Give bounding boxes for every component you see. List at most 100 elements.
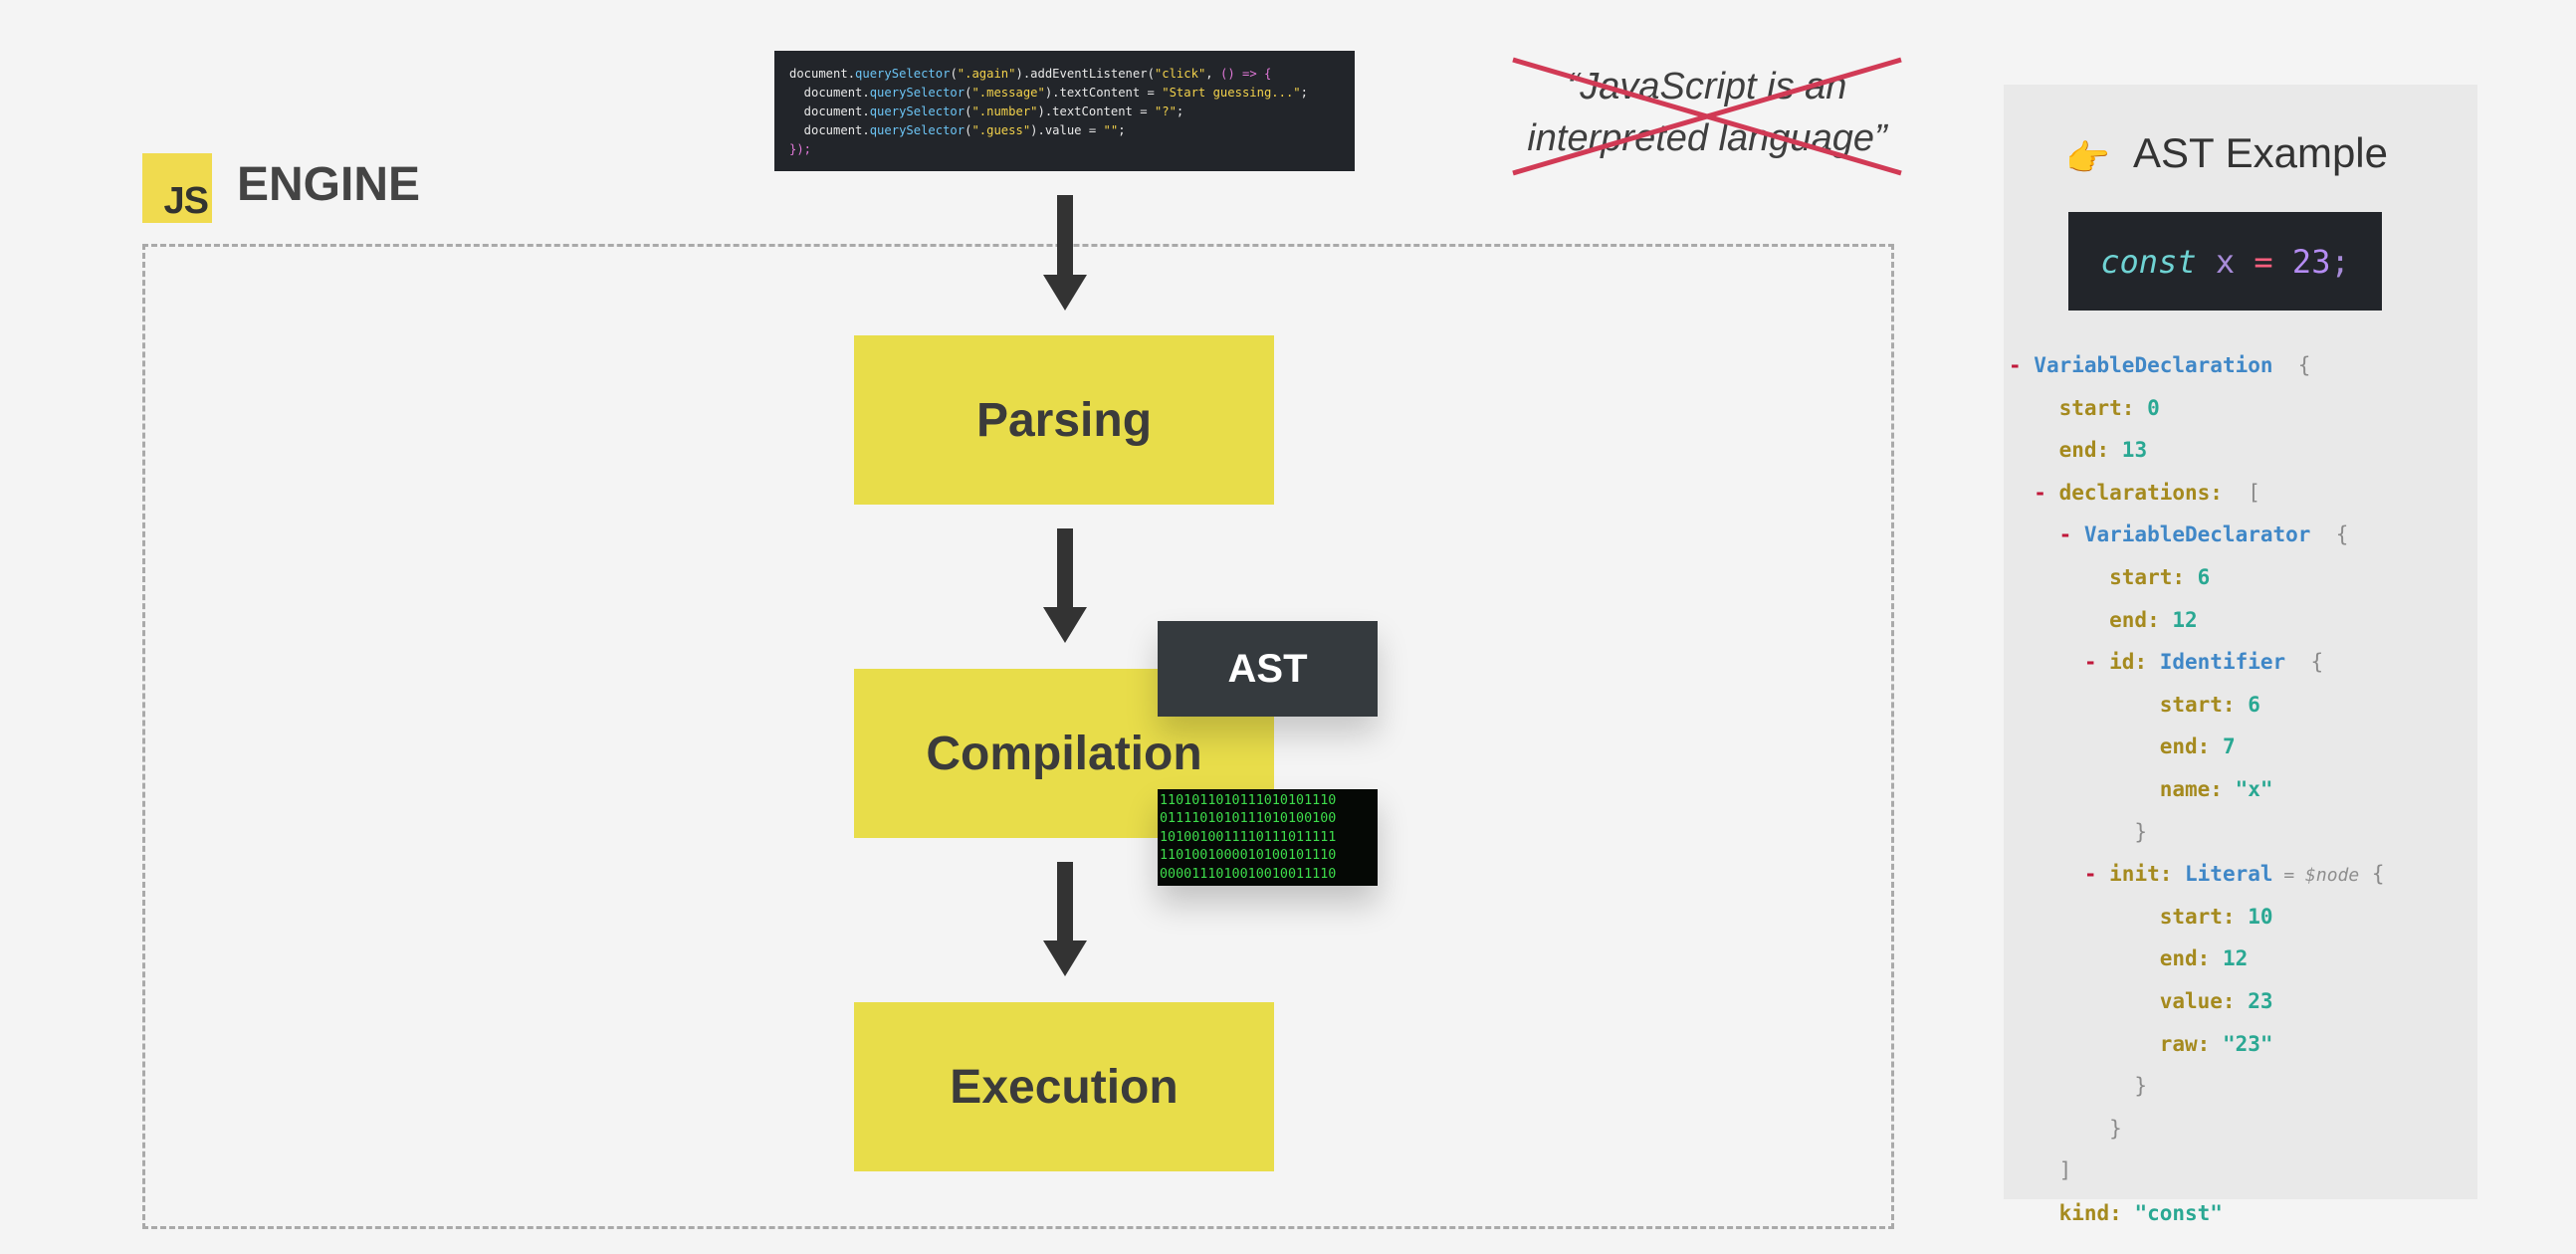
binary-line: 0000111010010010011110 [1160, 866, 1337, 882]
code-token: ( [965, 104, 972, 118]
code-token: "click" [1154, 67, 1206, 81]
ast-token: start: [2009, 395, 2148, 420]
ast-tree-line: } [2009, 820, 2147, 844]
engine-boundary [142, 244, 1894, 1229]
code-token: document [789, 67, 848, 81]
ast-tree-line: } [2009, 1074, 2147, 1098]
ast-token: end: [2009, 946, 2223, 971]
code-token: "?" [1154, 104, 1177, 118]
ast-token: start: [2009, 565, 2198, 589]
code-token: querySelector [869, 104, 966, 118]
ast-token: VariableDeclarator [2083, 522, 2311, 547]
ast-badge: AST [1158, 621, 1378, 717]
ast-token: - [2009, 862, 2110, 887]
ast-token: id: [2109, 650, 2160, 675]
ast-token: name: [2009, 777, 2236, 801]
quote-line-1: “JavaScript is an [1567, 66, 1847, 107]
code-line: document.querySelector(".again").addEven… [789, 65, 1355, 84]
code-token: addEventListener [1030, 67, 1148, 81]
code-identifier: x [2215, 242, 2236, 281]
ast-token: declarations: [2058, 480, 2236, 505]
code-token: ( [950, 67, 958, 81]
ast-token: 6 [2197, 565, 2211, 589]
js-logo-text: JS [163, 180, 209, 222]
ast-token: start: [2009, 692, 2249, 717]
ast-token: start: [2009, 904, 2249, 929]
code-token: ".number" [971, 104, 1038, 118]
code-token: ( [1147, 67, 1155, 81]
ast-token: - [2009, 480, 2059, 505]
ast-token: 12 [2222, 946, 2249, 971]
code-operator: = [2254, 242, 2273, 281]
ast-token: "23" [2222, 1031, 2273, 1056]
ast-token: kind: [2009, 1201, 2135, 1225]
code-token: querySelector [869, 86, 966, 100]
ast-tree-line: end: 13 [2009, 438, 2148, 463]
ast-token: raw: [2009, 1031, 2223, 1056]
arrow-to-parsing [1043, 195, 1087, 311]
execution-stage: Execution [854, 1002, 1274, 1171]
ast-tree-line: - id: Identifier { [2009, 650, 2323, 674]
code-token: ).textContent = [1037, 104, 1155, 118]
ast-tree-line: end: 12 [2009, 946, 2249, 971]
engine-title: ENGINE [237, 158, 421, 211]
ast-token: { [2359, 862, 2385, 887]
ast-tree-line: - declarations: [ [2009, 481, 2260, 505]
code-token: querySelector [869, 123, 966, 137]
ast-tree-line: - VariableDeclarator { [2009, 522, 2349, 547]
code-token: ".again" [957, 67, 1016, 81]
ast-token: end: [2009, 607, 2173, 632]
ast-token: Identifier [2159, 650, 2286, 675]
code-line: }); [789, 140, 1355, 159]
ast-tree-line: start: 0 [2009, 396, 2160, 420]
ast-token: = $node [2272, 865, 2360, 887]
ast-token: 12 [2172, 607, 2198, 632]
binary-line: 0111101010111010100100 [1160, 811, 1337, 827]
strike-through-x [1512, 57, 1902, 176]
ast-tree-line: ] [2009, 1158, 2072, 1182]
binary-line: 1101001000010100101110 [1160, 848, 1337, 864]
ast-token: 6 [2248, 692, 2260, 717]
arrow-to-execution [1043, 862, 1087, 976]
ast-tree-line: value: 23 [2009, 989, 2273, 1013]
code-keyword: const [2100, 242, 2197, 281]
code-token: ; [1176, 104, 1184, 118]
binary-line: 1010010011110111011111 [1160, 829, 1337, 845]
ast-token: { [2272, 353, 2311, 377]
ast-token: - [2009, 650, 2110, 675]
code-semicolon: ; [2330, 242, 2350, 281]
js-logo: JS [142, 153, 212, 223]
ast-token: end: [2009, 438, 2122, 463]
ast-tree-line: end: 7 [2009, 734, 2236, 758]
ast-tree-line: - VariableDeclaration { [2009, 353, 2310, 377]
code-token: ).value = [1030, 123, 1104, 137]
ast-token: 0 [2147, 395, 2160, 420]
code-line: document.querySelector(".number").textCo… [789, 103, 1355, 121]
ast-token: Literal [2185, 862, 2273, 887]
code-token: () => { [1219, 67, 1272, 81]
code-number: 23 [2291, 242, 2331, 281]
ast-token: } [2009, 819, 2148, 844]
code-token: . [847, 67, 856, 81]
ast-tree-line: - init: Literal = $node { [2009, 862, 2385, 886]
ast-token: 10 [2248, 904, 2273, 929]
ast-token: 7 [2222, 734, 2236, 759]
ast-token: - [2009, 353, 2035, 377]
ast-tree-line: kind: "const" [2009, 1201, 2223, 1225]
ast-token: - [2009, 522, 2084, 547]
code-token: . [862, 86, 870, 100]
code-token: document [789, 104, 863, 118]
ast-tree-line: start: 6 [2009, 693, 2260, 717]
code-token: ".guess" [971, 123, 1031, 137]
code-token: querySelector [855, 67, 951, 81]
const-declaration-code: const x = 23; [2068, 212, 2382, 311]
code-token: ).textContent = [1044, 86, 1163, 100]
ast-example-title: AST Example [2133, 129, 2388, 176]
ast-tree-line: } [2009, 1117, 2122, 1141]
ast-token: end: [2009, 734, 2223, 759]
code-token: ( [965, 123, 972, 137]
code-token: }); [789, 142, 812, 156]
ast-tree-line: start: 10 [2009, 905, 2273, 929]
ast-tree-line: raw: "23" [2009, 1032, 2273, 1056]
